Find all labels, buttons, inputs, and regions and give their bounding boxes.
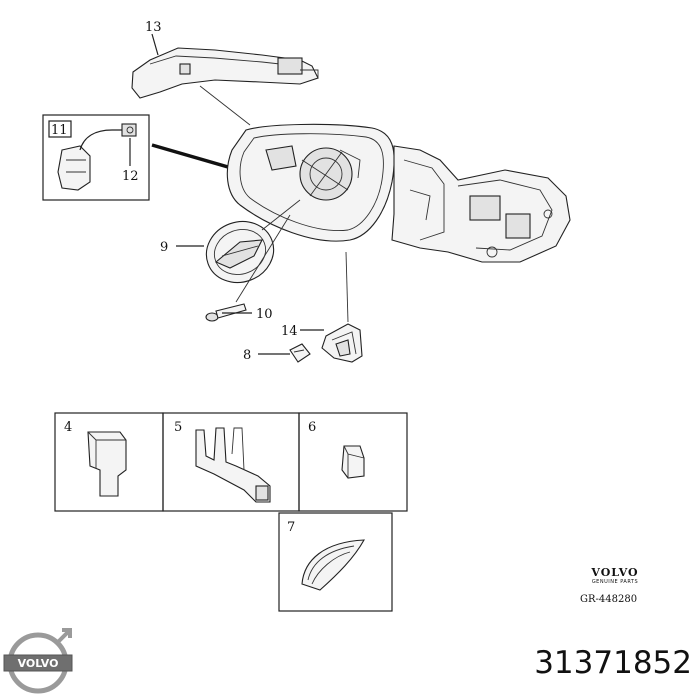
label-6: 6 [308, 420, 316, 435]
part-14-lamp-holder [321, 323, 363, 363]
brand-wordmark: VOLVO [591, 566, 639, 579]
part-7-lens-seal [301, 539, 365, 591]
label-4: 4 [64, 420, 72, 435]
drawing-reference: GR-448280 [580, 594, 638, 605]
box-part-6 [298, 412, 408, 512]
label-13: 13 [145, 20, 162, 35]
volvo-logo: VOLVO [3, 628, 73, 694]
label-8: 8 [243, 348, 251, 363]
part-4-connector-housing [87, 431, 127, 497]
box-label-11 [48, 120, 72, 138]
leader-14-to-housing [345, 251, 349, 323]
part-11-wiring-harness [57, 123, 137, 191]
part-9-mirror-motor [205, 220, 275, 284]
svg-text:VOLVO: VOLVO [18, 657, 59, 670]
box-part-5 [162, 412, 300, 512]
box-part-7 [278, 512, 393, 612]
label-7: 7 [287, 520, 295, 535]
leader-13 [151, 33, 159, 56]
part-6-clip [341, 445, 365, 479]
box-part-11 [42, 114, 150, 201]
leader-10-to-housing [235, 214, 291, 303]
part-10-screw [205, 303, 247, 322]
label-14: 14 [281, 324, 298, 339]
label-5: 5 [174, 420, 182, 435]
leader-13-to-housing [199, 85, 251, 126]
label-12: 12 [122, 169, 139, 184]
label-11: 11 [51, 123, 68, 138]
part-8-bulb [289, 343, 311, 363]
label-10: 10 [256, 307, 273, 322]
brand-genuine-parts: GENUINE PARTS [591, 579, 639, 585]
brand-block: VOLVO GENUINE PARTS GR-448280 [560, 566, 670, 605]
mirror-housing [226, 123, 571, 263]
leader-9-to-housing [261, 199, 301, 231]
part-13-turn-signal-strip [131, 47, 319, 99]
part-number: 31371852 [534, 645, 692, 681]
part-5-terminal-block [195, 427, 271, 503]
label-9: 9 [160, 240, 168, 255]
